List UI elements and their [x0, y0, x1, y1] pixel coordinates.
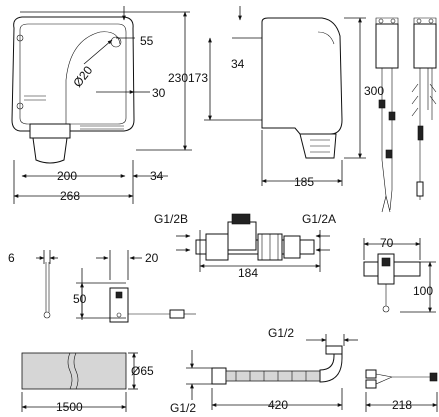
sensor-height-dim: 50: [73, 292, 87, 306]
solenoid-valve: G1/2B G1/2A 184: [154, 212, 336, 280]
dryer-front-bottom-width-dim: 200: [57, 169, 77, 183]
dryer-front-total-width-dim: 268: [60, 189, 80, 203]
dryer-front-top-dim: 55: [140, 34, 154, 48]
sensor-right-dim: 20: [145, 251, 159, 265]
dryer-front-height-dim: 230: [168, 71, 188, 85]
connection-cable: 218: [365, 369, 438, 412]
electronic-modules: [375, 17, 437, 213]
valve-right-thread-label: G1/2A: [302, 212, 336, 226]
tee-width-dim: 70: [380, 236, 394, 250]
connection-hose: G1/2 G1/2 420: [170, 326, 358, 415]
tee-module: 70 100: [363, 236, 436, 313]
duct-diameter-dim: Ø65: [131, 364, 154, 378]
hose-bottom-thread-label: G1/2: [170, 401, 196, 415]
dryer-front-view: 55 Ø20 230 30 200 34 268: [11, 6, 192, 204]
valve-left-thread-label: G1/2B: [154, 212, 188, 226]
sensor-left-dim: 6: [8, 251, 15, 265]
sensor-plate: 6 20 50: [8, 250, 196, 323]
hose-length-dim: 420: [268, 398, 288, 412]
cable-duct: Ø65 1500: [21, 352, 154, 414]
dryer-front-right-dim: 30: [152, 86, 166, 100]
tee-height-dim: 100: [413, 284, 433, 298]
duct-length-dim: 1500: [56, 400, 83, 414]
hose-top-thread-label: G1/2: [268, 326, 294, 340]
valve-length-dim: 184: [238, 266, 258, 280]
dryer-side-depth-dim: 185: [294, 175, 314, 189]
dryer-side-view: 34 173 300 185: [188, 6, 384, 189]
dryer-side-inner-height-dim: 173: [188, 71, 208, 85]
dryer-side-top-dim: 34: [231, 57, 245, 71]
dryer-front-right-offset-dim: 34: [150, 169, 164, 183]
dryer-side-total-height-dim: 300: [364, 84, 384, 98]
cable-length-dim: 218: [392, 398, 412, 412]
